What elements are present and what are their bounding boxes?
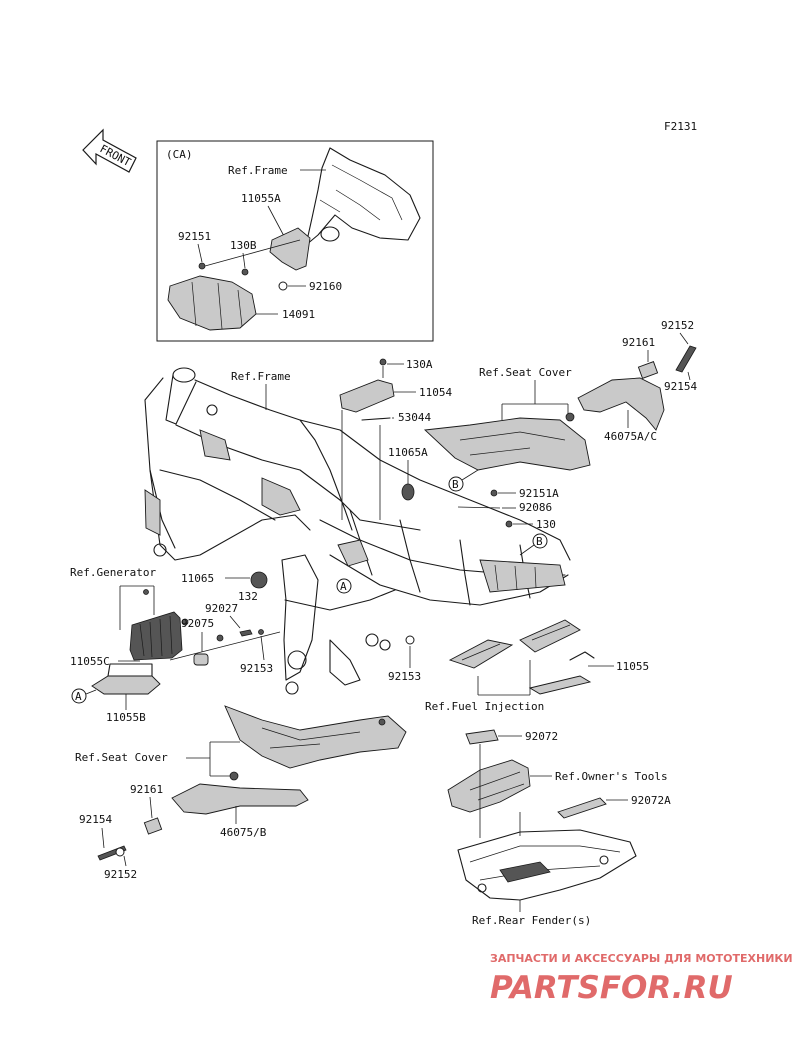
ca-inset: (CA) Ref.Frame 11055A 92151 130B 92160 1… <box>156 140 434 342</box>
ref-frame-label: Ref.Frame <box>231 370 291 383</box>
part-92152-top: 92152 <box>661 319 694 332</box>
part-92086: 92086 <box>519 501 552 514</box>
part-92154-bot: 92154 <box>79 813 112 826</box>
marker-B-top: B <box>452 478 459 491</box>
part-92075: 92075 <box>181 617 214 630</box>
regulator-group: Ref.Generator 92027 92075 11055C A 11055… <box>70 566 281 724</box>
ref-seat-cover-top: Ref.Seat Cover <box>479 366 572 379</box>
bracket-11054-group: 130A 11054 53044 <box>339 358 452 520</box>
part-11065A: 11065A <box>388 446 428 459</box>
fuel-injection-group: 11055 Ref.Fuel Injection <box>425 619 649 713</box>
part-92072A: 92072A <box>631 794 671 807</box>
ca-inset-title: (CA) <box>166 148 193 161</box>
ref-owners-tools: Ref.Owner's Tools <box>555 770 668 783</box>
marker-A-left: A <box>75 690 82 703</box>
figure-code: F2131 <box>664 120 697 133</box>
front-arrow-icon: FRONT <box>82 128 137 173</box>
ca-part-130B: 130B <box>230 239 257 252</box>
part-92153-right: 92153 <box>388 670 421 683</box>
watermark-tagline: ЗАПЧАСТИ И АКСЕССУАРЫ ДЛЯ МОТОТЕХНИКИ <box>490 952 793 965</box>
part-11054: 11054 <box>419 386 452 399</box>
part-46075AC: 46075A/C <box>604 430 657 443</box>
part-92153-left: 92153 <box>240 662 273 675</box>
part-130A: 130A <box>406 358 433 371</box>
part-11065: 11065 <box>181 572 214 585</box>
marker-B-frame: B <box>536 535 543 548</box>
part-92072: 92072 <box>525 730 558 743</box>
ca-ref-frame: Ref.Frame <box>228 164 288 177</box>
grab-rail-46075AC-group: 92152 92161 92154 46075A/C <box>577 319 697 443</box>
watermark: ЗАПЧАСТИ И АКСЕССУАРЫ ДЛЯ МОТОТЕХНИКИ PA… <box>490 952 793 1006</box>
watermark-brand: PARTSFOR.RU <box>490 970 733 1006</box>
ref-fuel-injection: Ref.Fuel Injection <box>425 700 544 713</box>
ref-generator: Ref.Generator <box>70 566 156 579</box>
part-92161-top: 92161 <box>622 336 655 349</box>
main-frame-drawing <box>144 367 571 695</box>
part-92151A: 92151A <box>519 487 559 500</box>
ca-part-14091: 14091 <box>282 308 315 321</box>
tools-group: 92072 Ref.Owner's Tools 92072A <box>447 729 671 819</box>
part-11055: 11055 <box>616 660 649 673</box>
part-92154-top: 92154 <box>664 380 697 393</box>
part-11055B: 11055B <box>106 711 146 724</box>
rear-fender-drawing: Ref.Rear Fender(s) <box>457 744 637 927</box>
grab-rail-46075B-group: 92161 46075/B 92154 92152 <box>79 783 309 881</box>
part-132: 132 <box>238 590 258 603</box>
part-92027: 92027 <box>205 602 238 615</box>
part-92161-bot: 92161 <box>130 783 163 796</box>
ca-part-92151: 92151 <box>178 230 211 243</box>
part-46075B: 46075/B <box>220 826 267 839</box>
ca-part-92160: 92160 <box>309 280 342 293</box>
ref-seat-cover-bottom: Ref.Seat Cover <box>75 751 168 764</box>
ref-rear-fender: Ref.Rear Fender(s) <box>472 914 591 927</box>
part-11055C: 11055C <box>70 655 110 668</box>
ca-part-11055A: 11055A <box>241 192 281 205</box>
marker-A-frame: A <box>340 580 347 593</box>
seat-cover-lower-group: Ref.Seat Cover <box>75 705 407 781</box>
part-53044: 53044 <box>398 411 431 424</box>
part-92152-bot: 92152 <box>104 868 137 881</box>
part-130: 130 <box>536 518 556 531</box>
